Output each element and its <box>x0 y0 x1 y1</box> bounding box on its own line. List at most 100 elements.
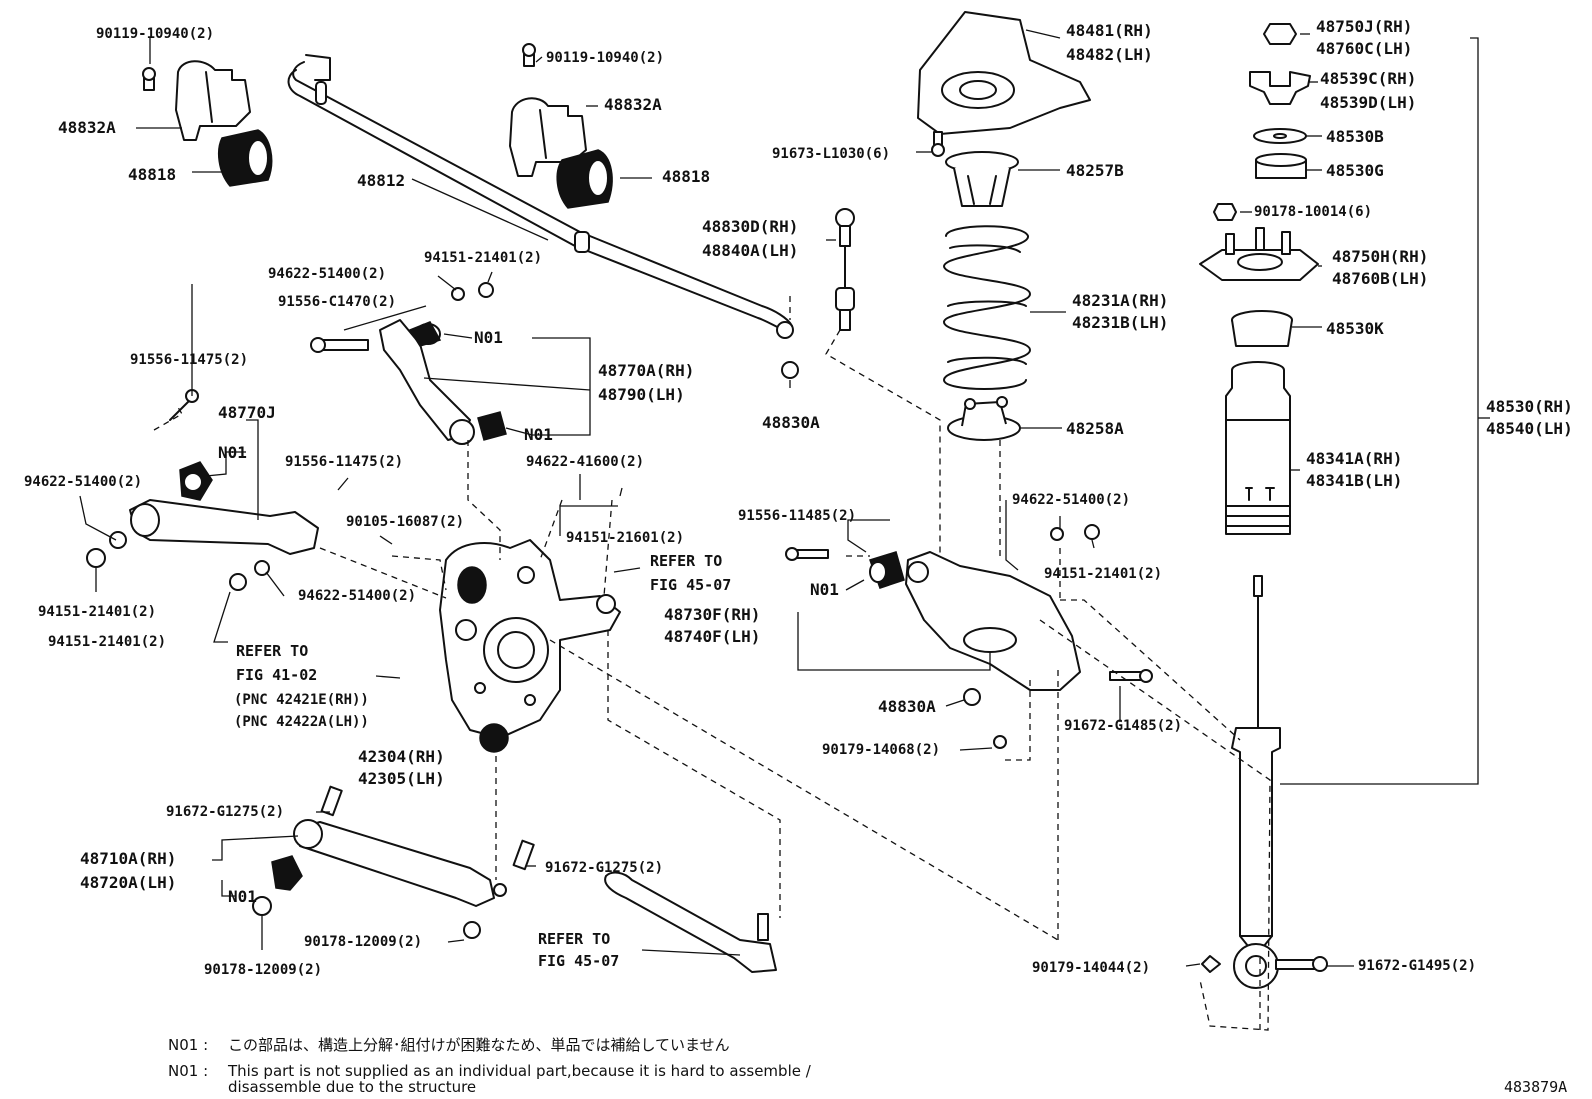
label-48257b: 48257B <box>1066 161 1124 180</box>
shock-washer-icon <box>1253 128 1307 144</box>
label-90178-12009-b: 90178-12009(2) <box>204 962 322 978</box>
label-94622-51400-d: 94622-51400(2) <box>1012 492 1130 508</box>
label-refer-to-b: REFER TO <box>236 642 308 660</box>
lower-link-icon <box>252 785 535 939</box>
label-90178-10014: 90178-10014(6) <box>1254 204 1372 220</box>
label-91556-11485: 91556-11485(2) <box>738 508 856 524</box>
note-key-jp: N01 : <box>168 1036 208 1054</box>
knuckle-icon <box>439 539 621 753</box>
label-90178-12009-a: 90178-12009(2) <box>304 934 422 950</box>
tie-rod-icon <box>604 871 777 973</box>
stabilizer-link-icon <box>781 208 855 379</box>
label-n01-c: N01 <box>218 443 247 462</box>
label-42305-lh: 42305(LH) <box>358 769 445 788</box>
label-fig-45-07-c: FIG 45-07 <box>538 952 619 970</box>
label-94151-21401-c: 94151-21401(2) <box>48 634 166 650</box>
bushing-right-icon <box>556 149 613 209</box>
label-48710a-rh: 48710A(RH) <box>80 849 176 868</box>
part-labels: 90119-10940(2) 48832A 48818 48812 90119-… <box>24 17 1573 978</box>
label-48830a-b: 48830A <box>878 697 936 716</box>
label-48760c-lh: 48760C(LH) <box>1316 39 1412 58</box>
bracket-right-icon <box>509 43 587 177</box>
label-48730f-rh: 48730F(RH) <box>664 605 760 624</box>
label-48231a-rh: 48231A(RH) <box>1072 291 1168 310</box>
shock-mount-icon <box>1199 227 1319 281</box>
label-48530-rh: 48530(RH) <box>1486 397 1573 416</box>
label-48539c-rh: 48539C(RH) <box>1320 69 1416 88</box>
label-94622-51400-b: 94622-51400(2) <box>24 474 142 490</box>
label-48832a-b: 48832A <box>604 95 662 114</box>
bracket-left-icon <box>142 60 251 141</box>
label-48830d-rh: 48830D(RH) <box>702 217 798 236</box>
label-48818-a: 48818 <box>128 165 176 184</box>
label-48231b-lh: 48231B(LH) <box>1072 313 1168 332</box>
label-48540-lh: 48540(LH) <box>1486 419 1573 438</box>
label-91556-11475-a: 91556-11475(2) <box>130 352 248 368</box>
label-fig-45-07-a: FIG 45-07 <box>650 576 731 594</box>
label-90119-10940-b: 90119-10940(2) <box>546 50 664 66</box>
label-48770a-rh: 48770A(RH) <box>598 361 694 380</box>
note-text-en-2: disassemble due to the structure <box>228 1078 476 1096</box>
bushing-left-icon <box>217 129 273 187</box>
leader-lines <box>79 29 1490 967</box>
label-48530g: 48530G <box>1326 161 1384 180</box>
label-94151-21401-b: 94151-21401(2) <box>38 604 156 620</box>
label-94151-21601: 94151-21601(2) <box>566 530 684 546</box>
label-48840a-lh: 48840A(LH) <box>702 241 798 260</box>
shock-mount-nut-icon <box>1213 203 1237 221</box>
lower-insulator-icon <box>947 396 1021 441</box>
label-94622-51400-c: 94622-51400(2) <box>298 588 416 604</box>
coil-spring-icon <box>943 225 1031 390</box>
upper-arm-icon <box>310 282 507 445</box>
bump-stop-upper-icon <box>945 151 1019 207</box>
shock-bracket-icon <box>1249 71 1311 105</box>
shock-cushion-icon <box>1255 153 1307 179</box>
note-text-en-1: This part is not supplied as an individu… <box>227 1062 812 1080</box>
label-94622-41600: 94622-41600(2) <box>526 454 644 470</box>
label-n01-a: N01 <box>474 328 503 347</box>
label-48530b: 48530B <box>1326 127 1384 146</box>
label-48812: 48812 <box>357 171 405 190</box>
label-48832a-a: 48832A <box>58 118 116 137</box>
note-key-en: N01 : <box>168 1062 208 1080</box>
label-91672-g1275-b: 91672-G1275(2) <box>545 860 663 876</box>
label-48770j: 48770J <box>218 403 276 422</box>
label-91672-g1275-a: 91672-G1275(2) <box>166 804 284 820</box>
label-48750j-rh: 48750J(RH) <box>1316 17 1412 36</box>
label-91556-11475-b: 91556-11475(2) <box>285 454 403 470</box>
label-48539d-lh: 48539D(LH) <box>1320 93 1416 112</box>
label-48341b-lh: 48341B(LH) <box>1306 471 1402 490</box>
label-48740f-lh: 48740F(LH) <box>664 627 760 646</box>
note-text-jp: この部品は、構造上分解･組付けが困難なため、単品では補給していません <box>228 1036 730 1054</box>
label-94151-21401-a: 94151-21401(2) <box>424 250 542 266</box>
label-n01-d: N01 <box>228 887 257 906</box>
label-n01-b: N01 <box>524 425 553 444</box>
diagram-id: 483879A <box>1504 1078 1567 1096</box>
label-48258a: 48258A <box>1066 419 1124 438</box>
label-42304-rh: 42304(RH) <box>358 747 445 766</box>
label-48720a-lh: 48720A(LH) <box>80 873 176 892</box>
label-refer-to-c: REFER TO <box>538 930 610 948</box>
label-48482-lh: 48482(LH) <box>1066 45 1153 64</box>
label-n01-e: N01 <box>810 580 839 599</box>
label-48818-b: 48818 <box>662 167 710 186</box>
label-48530k: 48530K <box>1326 319 1384 338</box>
label-48760b-lh: 48760B(LH) <box>1332 269 1428 288</box>
shock-boot-icon <box>1225 361 1291 535</box>
shock-upper-bumper-icon <box>1231 310 1293 347</box>
lateral-link-icon <box>86 389 319 591</box>
stabilizer-bar-icon <box>287 54 794 339</box>
label-48341a-rh: 48341A(RH) <box>1306 449 1402 468</box>
label-94622-51400-a: 94622-51400(2) <box>268 266 386 282</box>
lower-arm-icon <box>785 524 1153 749</box>
label-48790-lh: 48790(LH) <box>598 385 685 404</box>
label-pnc-42422a: (PNC 42422A(LH)) <box>234 714 369 730</box>
dashed-reference-lines <box>153 296 1271 1031</box>
label-48830a-a: 48830A <box>762 413 820 432</box>
label-91672-g1495: 91672-G1495(2) <box>1358 958 1476 974</box>
label-pnc-42421e: (PNC 42421E(RH)) <box>234 692 369 708</box>
label-refer-to-a: REFER TO <box>650 552 722 570</box>
label-48750h-rh: 48750H(RH) <box>1332 247 1428 266</box>
